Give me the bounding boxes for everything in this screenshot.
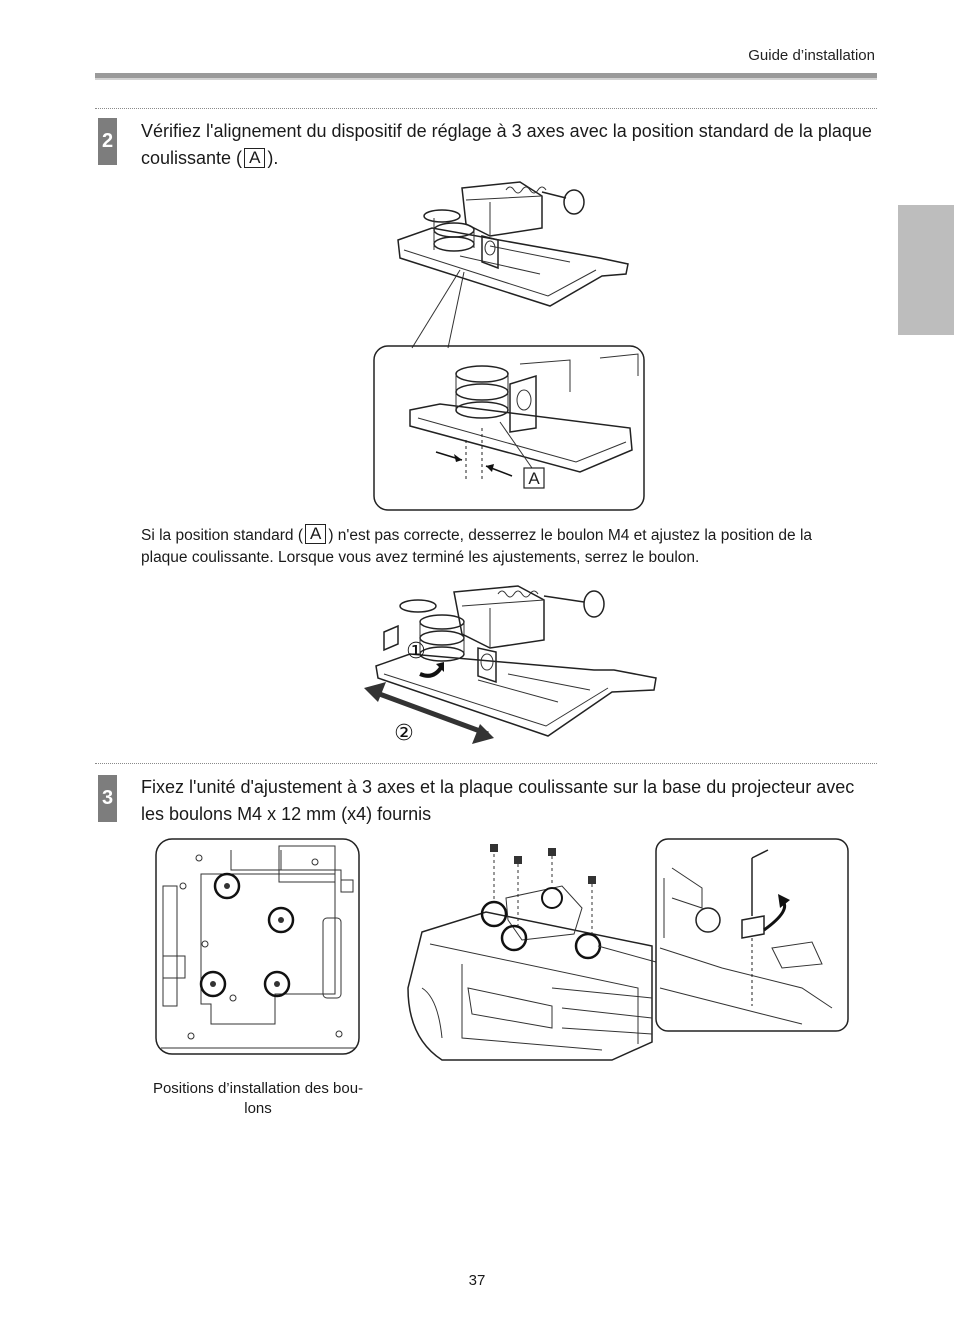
step-badge-3: 3 [98, 775, 117, 822]
step-badge-2: 2 [98, 118, 117, 165]
side-tab [898, 205, 954, 335]
note-text-after: ) n'est pas correcte, desserrez le boulo… [141, 527, 813, 566]
projector-body [407, 911, 653, 1061]
note-paragraph: Si la position standard (A) n'est pas co… [141, 524, 861, 569]
marker-1: ① [406, 639, 426, 664]
section-divider [95, 763, 877, 764]
zoom-callout-box-2 [655, 838, 849, 1032]
note-text-before: Si la position standard ( [141, 527, 303, 544]
step-2-label-a: A [244, 148, 266, 168]
step-2-text-before: Vérifiez l'alignement du dispositif de r… [141, 121, 872, 168]
step-2-text-after: ). [267, 148, 279, 168]
adjust-knob-2 [583, 590, 605, 618]
projector-base-outline [155, 838, 360, 1055]
slide-plate-2 [375, 653, 657, 737]
callout-label-box [523, 467, 545, 489]
figure-loosen-slide: ① ② [364, 585, 657, 746]
page-number: 37 [468, 1272, 486, 1289]
slide-plate [397, 227, 629, 307]
gear-top [423, 209, 461, 223]
gear-bottom [433, 236, 475, 252]
adjust-knob [563, 189, 585, 215]
callout-label-a: A [528, 469, 540, 488]
adjuster-frame-2 [453, 585, 545, 649]
header-title: Guide d’installation [748, 47, 875, 64]
header-rule [95, 73, 877, 78]
step-3-text: Fixez l'unité d'ajustement à 3 axes et l… [141, 777, 855, 824]
adjuster-frame [461, 181, 543, 237]
note-label-a: A [304, 524, 327, 544]
figure-bolt-positions [155, 838, 360, 1055]
step-2-text: Vérifiez l'alignement du dispositif de r… [141, 118, 881, 172]
zoom-callout-box [373, 345, 645, 511]
figure-attach-bolts [407, 838, 849, 1061]
section-divider [95, 108, 877, 109]
marker-2: ② [394, 721, 414, 746]
figure-caption: Positions d’installation des bou-lons [152, 1080, 364, 1117]
figure-alignment-check: A [373, 181, 645, 511]
header-rule-shadow [95, 78, 877, 80]
